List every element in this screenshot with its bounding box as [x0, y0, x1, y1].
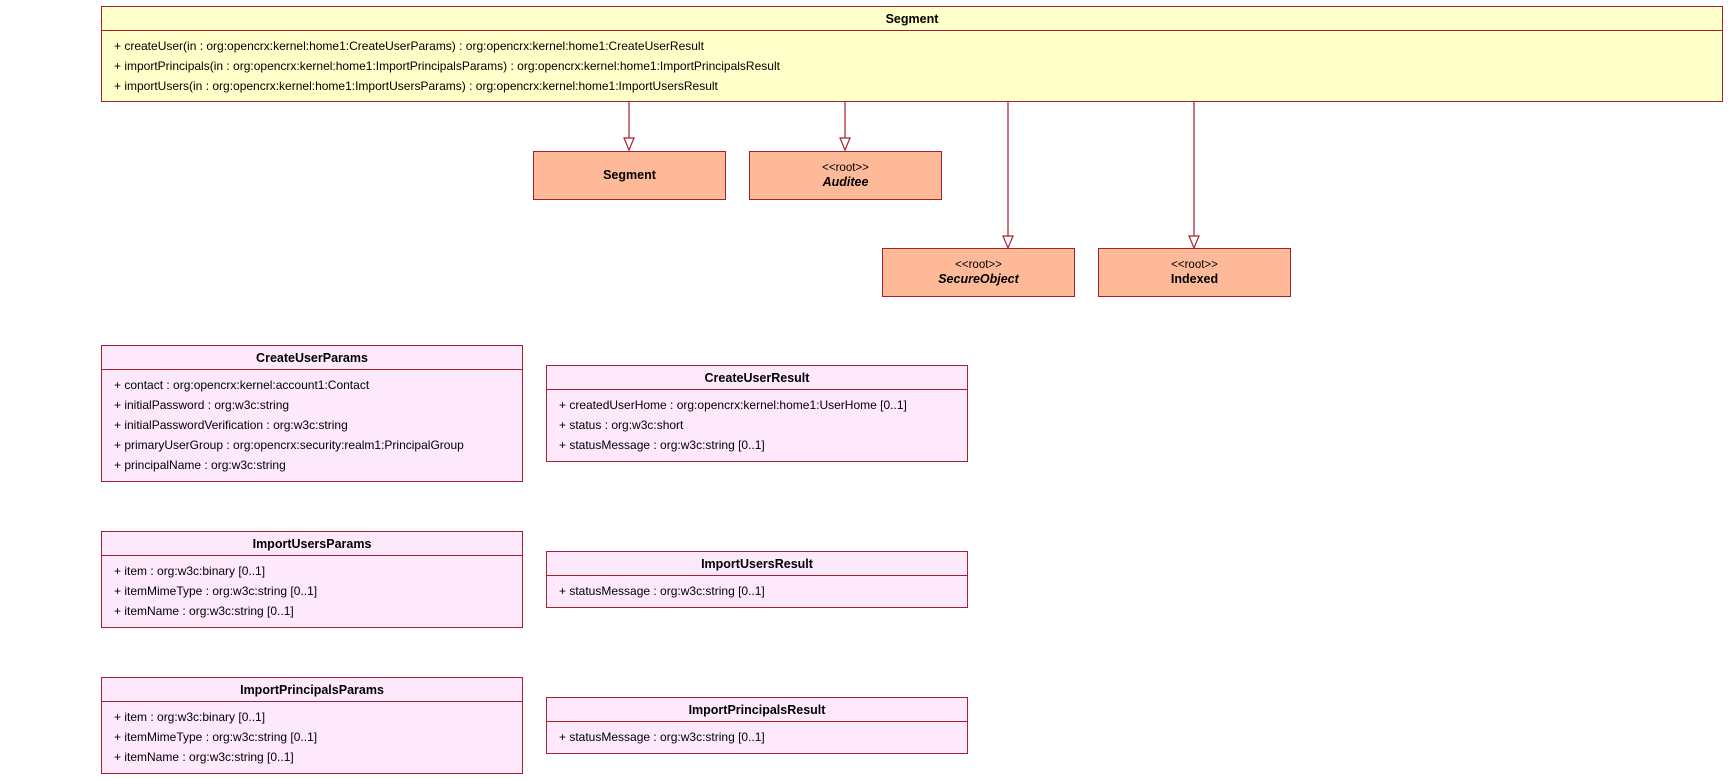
struct-import-users-result-attributes: + statusMessage : org:w3c:string [0..1] [547, 576, 967, 605]
parent-class-auditee[interactable]: <<root>> Auditee [749, 151, 942, 200]
attribute-row: + createdUserHome : org:opencrx:kernel:h… [559, 398, 907, 412]
segment-class-name: Segment [102, 7, 1722, 31]
attribute-row: + primaryUserGroup : org:opencrx:securit… [114, 438, 464, 452]
attribute-row: + item : org:w3c:binary [0..1] [114, 710, 266, 724]
attribute-row: + principalName : org:w3c:string [114, 458, 286, 472]
parent-class-indexed-stereotype: <<root>> [1171, 258, 1218, 271]
generalization-arrow-indexed [1188, 102, 1200, 250]
generalization-arrow-secure-object [1002, 102, 1014, 250]
struct-import-principals-params-attributes: + item : org:w3c:binary [0..1] + itemMim… [102, 702, 522, 771]
attribute-row: + itemMimeType : org:w3c:string [0..1] [114, 730, 318, 744]
struct-create-user-params[interactable]: CreateUserParams + contact : org:opencrx… [101, 345, 523, 482]
attribute-row: + initialPassword : org:w3c:string [114, 398, 290, 412]
attribute-row: + statusMessage : org:w3c:string [0..1] [559, 584, 765, 598]
attribute-row: + itemName : org:w3c:string [0..1] [114, 750, 294, 764]
operation-create-user: + createUser(in : org:opencrx:kernel:hom… [114, 39, 704, 53]
parent-class-secure-object-name: SecureObject [938, 271, 1019, 286]
struct-create-user-params-name: CreateUserParams [102, 346, 522, 370]
parent-class-indexed[interactable]: <<root>> Indexed [1098, 248, 1291, 297]
struct-import-principals-params-name: ImportPrincipalsParams [102, 678, 522, 702]
segment-operations: + createUser(in : org:opencrx:kernel:hom… [102, 31, 1722, 100]
struct-import-users-params-attributes: + item : org:w3c:binary [0..1] + itemMim… [102, 556, 522, 625]
struct-import-principals-result[interactable]: ImportPrincipalsResult + statusMessage :… [546, 697, 968, 754]
segment-class-box[interactable]: Segment + createUser(in : org:opencrx:ke… [101, 6, 1723, 102]
struct-import-principals-result-attributes: + statusMessage : org:w3c:string [0..1] [547, 722, 967, 751]
struct-create-user-result[interactable]: CreateUserResult + createdUserHome : org… [546, 365, 968, 462]
attribute-row: + statusMessage : org:w3c:string [0..1] [559, 438, 765, 452]
struct-create-user-result-name: CreateUserResult [547, 366, 967, 390]
struct-import-users-result[interactable]: ImportUsersResult + statusMessage : org:… [546, 551, 968, 608]
operation-import-users: + importUsers(in : org:opencrx:kernel:ho… [114, 79, 718, 93]
parent-class-segment[interactable]: Segment [533, 151, 726, 200]
parent-class-auditee-name: Auditee [822, 174, 869, 189]
parent-class-secure-object[interactable]: <<root>> SecureObject [882, 248, 1075, 297]
generalization-arrow-segment [623, 102, 635, 152]
parent-class-segment-name: Segment [603, 168, 656, 182]
parent-class-indexed-name: Indexed [1170, 271, 1219, 286]
struct-import-users-result-name: ImportUsersResult [547, 552, 967, 576]
struct-import-users-params[interactable]: ImportUsersParams + item : org:w3c:binar… [101, 531, 523, 628]
struct-create-user-result-attributes: + createdUserHome : org:opencrx:kernel:h… [547, 390, 967, 459]
attribute-row: + status : org:w3c:short [559, 418, 684, 432]
struct-import-principals-params[interactable]: ImportPrincipalsParams + item : org:w3c:… [101, 677, 523, 774]
generalization-arrow-auditee [839, 102, 851, 152]
struct-create-user-params-attributes: + contact : org:opencrx:kernel:account1:… [102, 370, 522, 479]
struct-import-users-params-name: ImportUsersParams [102, 532, 522, 556]
attribute-row: + initialPasswordVerification : org:w3c:… [114, 418, 348, 432]
attribute-row: + itemName : org:w3c:string [0..1] [114, 604, 294, 618]
attribute-row: + item : org:w3c:binary [0..1] [114, 564, 266, 578]
attribute-row: + statusMessage : org:w3c:string [0..1] [559, 730, 765, 744]
struct-import-principals-result-name: ImportPrincipalsResult [547, 698, 967, 722]
operation-import-principals: + importPrincipals(in : org:opencrx:kern… [114, 59, 780, 73]
parent-class-auditee-stereotype: <<root>> [822, 161, 869, 174]
parent-class-secure-object-stereotype: <<root>> [955, 258, 1002, 271]
attribute-row: + contact : org:opencrx:kernel:account1:… [114, 378, 370, 392]
attribute-row: + itemMimeType : org:w3c:string [0..1] [114, 584, 318, 598]
